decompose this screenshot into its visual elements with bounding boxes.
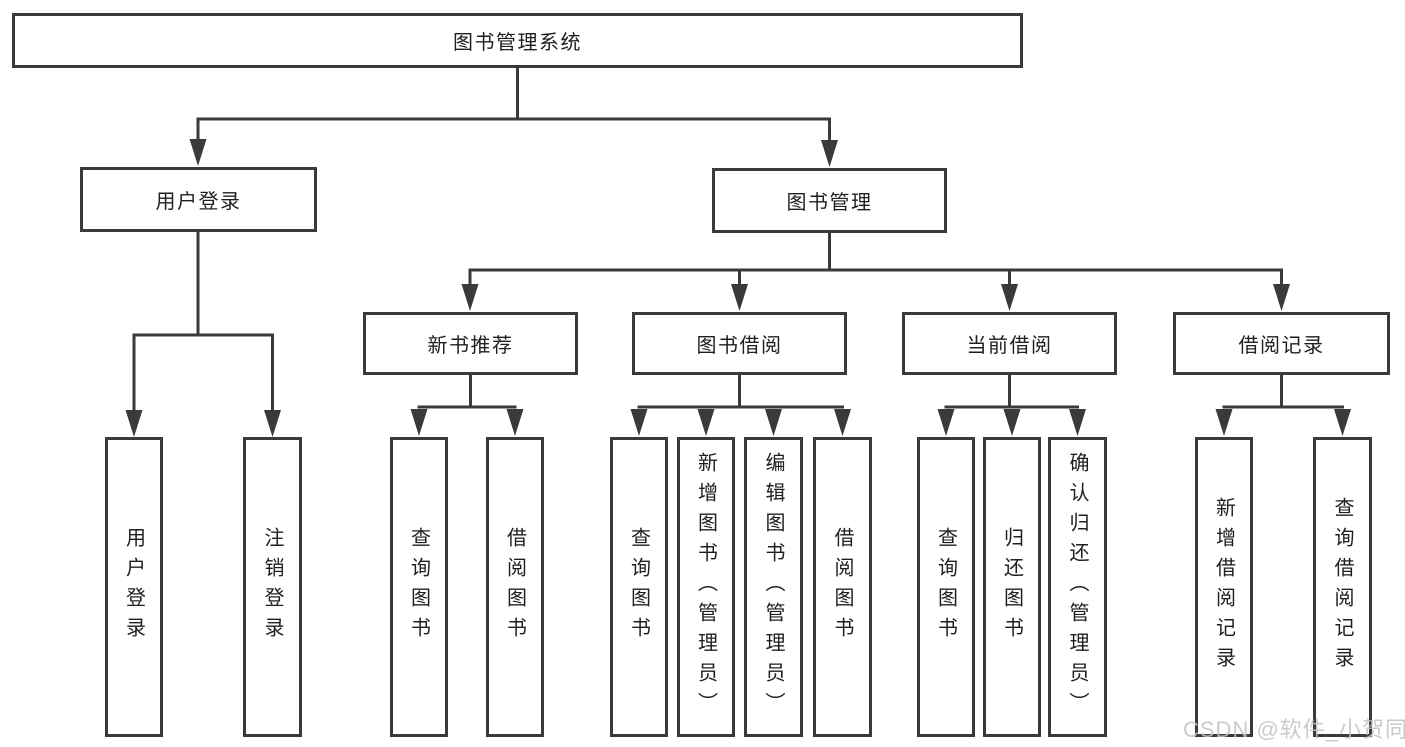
node-query-books-current: 查询图书 <box>917 437 975 737</box>
node-edit-books-admin: 编辑图书（管理员） <box>744 437 803 737</box>
node-return-books: 归还图书 <box>983 437 1041 737</box>
node-library-system: 图书管理系统 <box>12 13 1023 68</box>
node-borrow-books-borrowing: 借阅图书 <box>813 437 872 737</box>
node-logout-leaf: 注销登录 <box>243 437 302 737</box>
node-current-borrowing: 当前借阅 <box>902 312 1117 375</box>
node-query-books-recommend: 查询图书 <box>390 437 448 737</box>
node-book-management: 图书管理 <box>712 168 947 233</box>
node-user-login-branch: 用户登录 <box>80 167 317 232</box>
node-confirm-return-admin: 确认归还（管理员） <box>1048 437 1107 737</box>
node-add-books-admin: 新增图书（管理员） <box>677 437 735 737</box>
node-add-borrow-record: 新增借阅记录 <box>1195 437 1253 737</box>
node-query-borrow-record: 查询借阅记录 <box>1313 437 1372 737</box>
node-borrow-books-recommend: 借阅图书 <box>486 437 544 737</box>
node-borrowing-records: 借阅记录 <box>1173 312 1390 375</box>
node-new-book-recommendation: 新书推荐 <box>363 312 578 375</box>
node-user-login-leaf: 用户登录 <box>105 437 163 737</box>
node-book-borrowing: 图书借阅 <box>632 312 847 375</box>
watermark-text: CSDN @软件_小贺同学 <box>1183 717 1405 742</box>
node-query-books-borrowing: 查询图书 <box>610 437 668 737</box>
